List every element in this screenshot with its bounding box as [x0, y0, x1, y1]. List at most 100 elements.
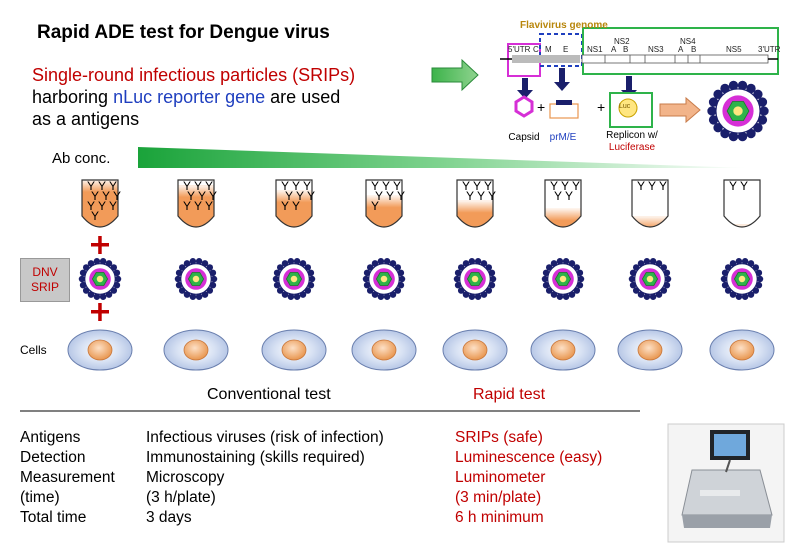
- genome-label-3utr: 3'UTR: [758, 45, 781, 54]
- row-header-antigens: Antigens: [20, 429, 81, 446]
- intro-nluc-highlight: nLuc reporter gene: [113, 87, 266, 107]
- conventional-antigens: Infectious viruses (risk of infection): [146, 429, 384, 446]
- genome-label-ns4b: B: [691, 45, 697, 54]
- plus-sign: +: [537, 99, 545, 115]
- genome-label-ns4a: A: [678, 45, 684, 54]
- intro-line-2-suffix: are used: [265, 87, 341, 107]
- cell-4: [351, 329, 417, 371]
- row-header-detection: Detection: [20, 449, 86, 466]
- antibody-glyph: Y: [371, 199, 379, 213]
- genome-label-ns2: NS2: [614, 37, 630, 46]
- antibody-glyph: Y: [98, 199, 106, 213]
- antibody-glyph: Y: [183, 179, 191, 193]
- rapid-antigens: SRIPs (safe): [455, 429, 543, 446]
- antibody-glyph: Y: [371, 179, 379, 193]
- antibody-glyph: Y: [296, 189, 304, 203]
- srip-virus-4: [362, 258, 406, 300]
- dnv-label-line-2: SRIP: [30, 280, 59, 294]
- srip-virus-3: [272, 258, 316, 300]
- antibody-glyph: Y: [462, 179, 470, 193]
- dnv-label-line-1: DNV: [32, 265, 58, 279]
- antibody-glyph: Y: [109, 179, 117, 193]
- cell-6: [530, 329, 596, 371]
- red-plus-icon-2: [91, 303, 109, 321]
- genome-label-ns5: NS5: [726, 45, 742, 54]
- conventional-test-heading: Conventional test: [207, 386, 331, 403]
- replicon-label-line-1: Replicon w/: [606, 130, 658, 141]
- antibody-glyph: Y: [375, 189, 383, 203]
- conventional-detection: Immunostaining (skills required): [146, 449, 365, 466]
- antibody-glyph: Y: [281, 179, 289, 193]
- srip-virus-7: [628, 258, 672, 300]
- dnv-srip-label: DNV SRIP: [20, 258, 70, 302]
- luminometer-device-image: [667, 423, 785, 543]
- srip-virus-2: [174, 258, 218, 300]
- antibody-glyph: Y: [729, 179, 737, 193]
- antibody-glyph: Y: [484, 179, 492, 193]
- antibody-glyph: Y: [397, 189, 405, 203]
- comparison-conventional-column: Infectious viruses (risk of infection) I…: [146, 428, 384, 528]
- antibody-glyph: Y: [473, 179, 481, 193]
- rapid-test-heading: Rapid test: [473, 386, 546, 403]
- row-header-total-time: Total time: [20, 509, 87, 526]
- antibody-glyph: Y: [194, 199, 202, 213]
- plus-sign-2: +: [597, 99, 605, 115]
- antibody-glyph: Y: [292, 199, 300, 213]
- antibody-glyph: Y: [550, 179, 558, 193]
- cell-5: [442, 329, 508, 371]
- antibody-glyph: Y: [303, 179, 311, 193]
- page-title: Rapid ADE test for Dengue virus: [37, 22, 330, 43]
- cells-row: [67, 329, 775, 371]
- antibody-glyph: Y: [307, 189, 315, 203]
- antibody-glyph: Y: [98, 179, 106, 193]
- genome-label-5utr: 5'UTR: [508, 45, 531, 54]
- antibody-glyph: Y: [285, 189, 293, 203]
- genome-label-ns2b: B: [623, 45, 629, 54]
- antibody-glyph: Y: [198, 189, 206, 203]
- antibody-glyph: Y: [87, 179, 95, 193]
- antibody-glyph: Y: [281, 199, 289, 213]
- genome-label-ns1: NS1: [587, 45, 603, 54]
- genome-label-ns3: NS3: [648, 45, 664, 54]
- replicon-icon: [609, 92, 653, 128]
- orange-arrow-icon: [659, 96, 701, 124]
- srip-virion-large-icon: [707, 80, 769, 142]
- rapid-total-time: 6 h minimum: [455, 509, 544, 526]
- genome-title: Flavivirus genome: [520, 20, 608, 31]
- antibody-glyph: Y: [740, 179, 748, 193]
- cell-3: [261, 329, 327, 371]
- cell-1: [67, 329, 133, 371]
- genome-label-ns4: NS4: [680, 37, 696, 46]
- antibody-glyph: Y: [187, 189, 195, 203]
- antibody-glyph: Y: [113, 189, 121, 203]
- antibody-glyph: Y: [91, 189, 99, 203]
- ab-concentration-gradient: [138, 147, 748, 168]
- prme-icon: [549, 100, 579, 119]
- intro-line-2-prefix: harboring: [32, 87, 114, 107]
- antibody-glyph: Y: [292, 179, 300, 193]
- antibody-glyph: Y: [183, 199, 191, 213]
- antibody-glyph: Y: [386, 189, 394, 203]
- genome-label-c: C: [533, 45, 539, 54]
- antibody-glyph: Y: [209, 189, 217, 203]
- antibody-glyph: Y: [194, 179, 202, 193]
- antibody-glyph: Y: [554, 189, 562, 203]
- intro-line-2: harboring nLuc reporter gene are used: [32, 86, 432, 108]
- antibody-glyph: Y: [477, 189, 485, 203]
- cell-2: [163, 329, 229, 371]
- antibody-glyph: Y: [393, 179, 401, 193]
- rapid-detection: Luminescence (easy): [455, 449, 603, 466]
- comparison-rapid-column: SRIPs (safe) Luminescence (easy) Luminom…: [455, 428, 602, 528]
- conventional-time: (3 h/plate): [146, 489, 216, 506]
- antibody-glyph: Y: [87, 199, 95, 213]
- cells-label: Cells: [20, 343, 47, 357]
- intro-line-1: Single-round infectious particles (SRIPs…: [32, 65, 356, 85]
- antibody-glyph: Y: [565, 189, 573, 203]
- antibody-glyph: Y: [109, 199, 117, 213]
